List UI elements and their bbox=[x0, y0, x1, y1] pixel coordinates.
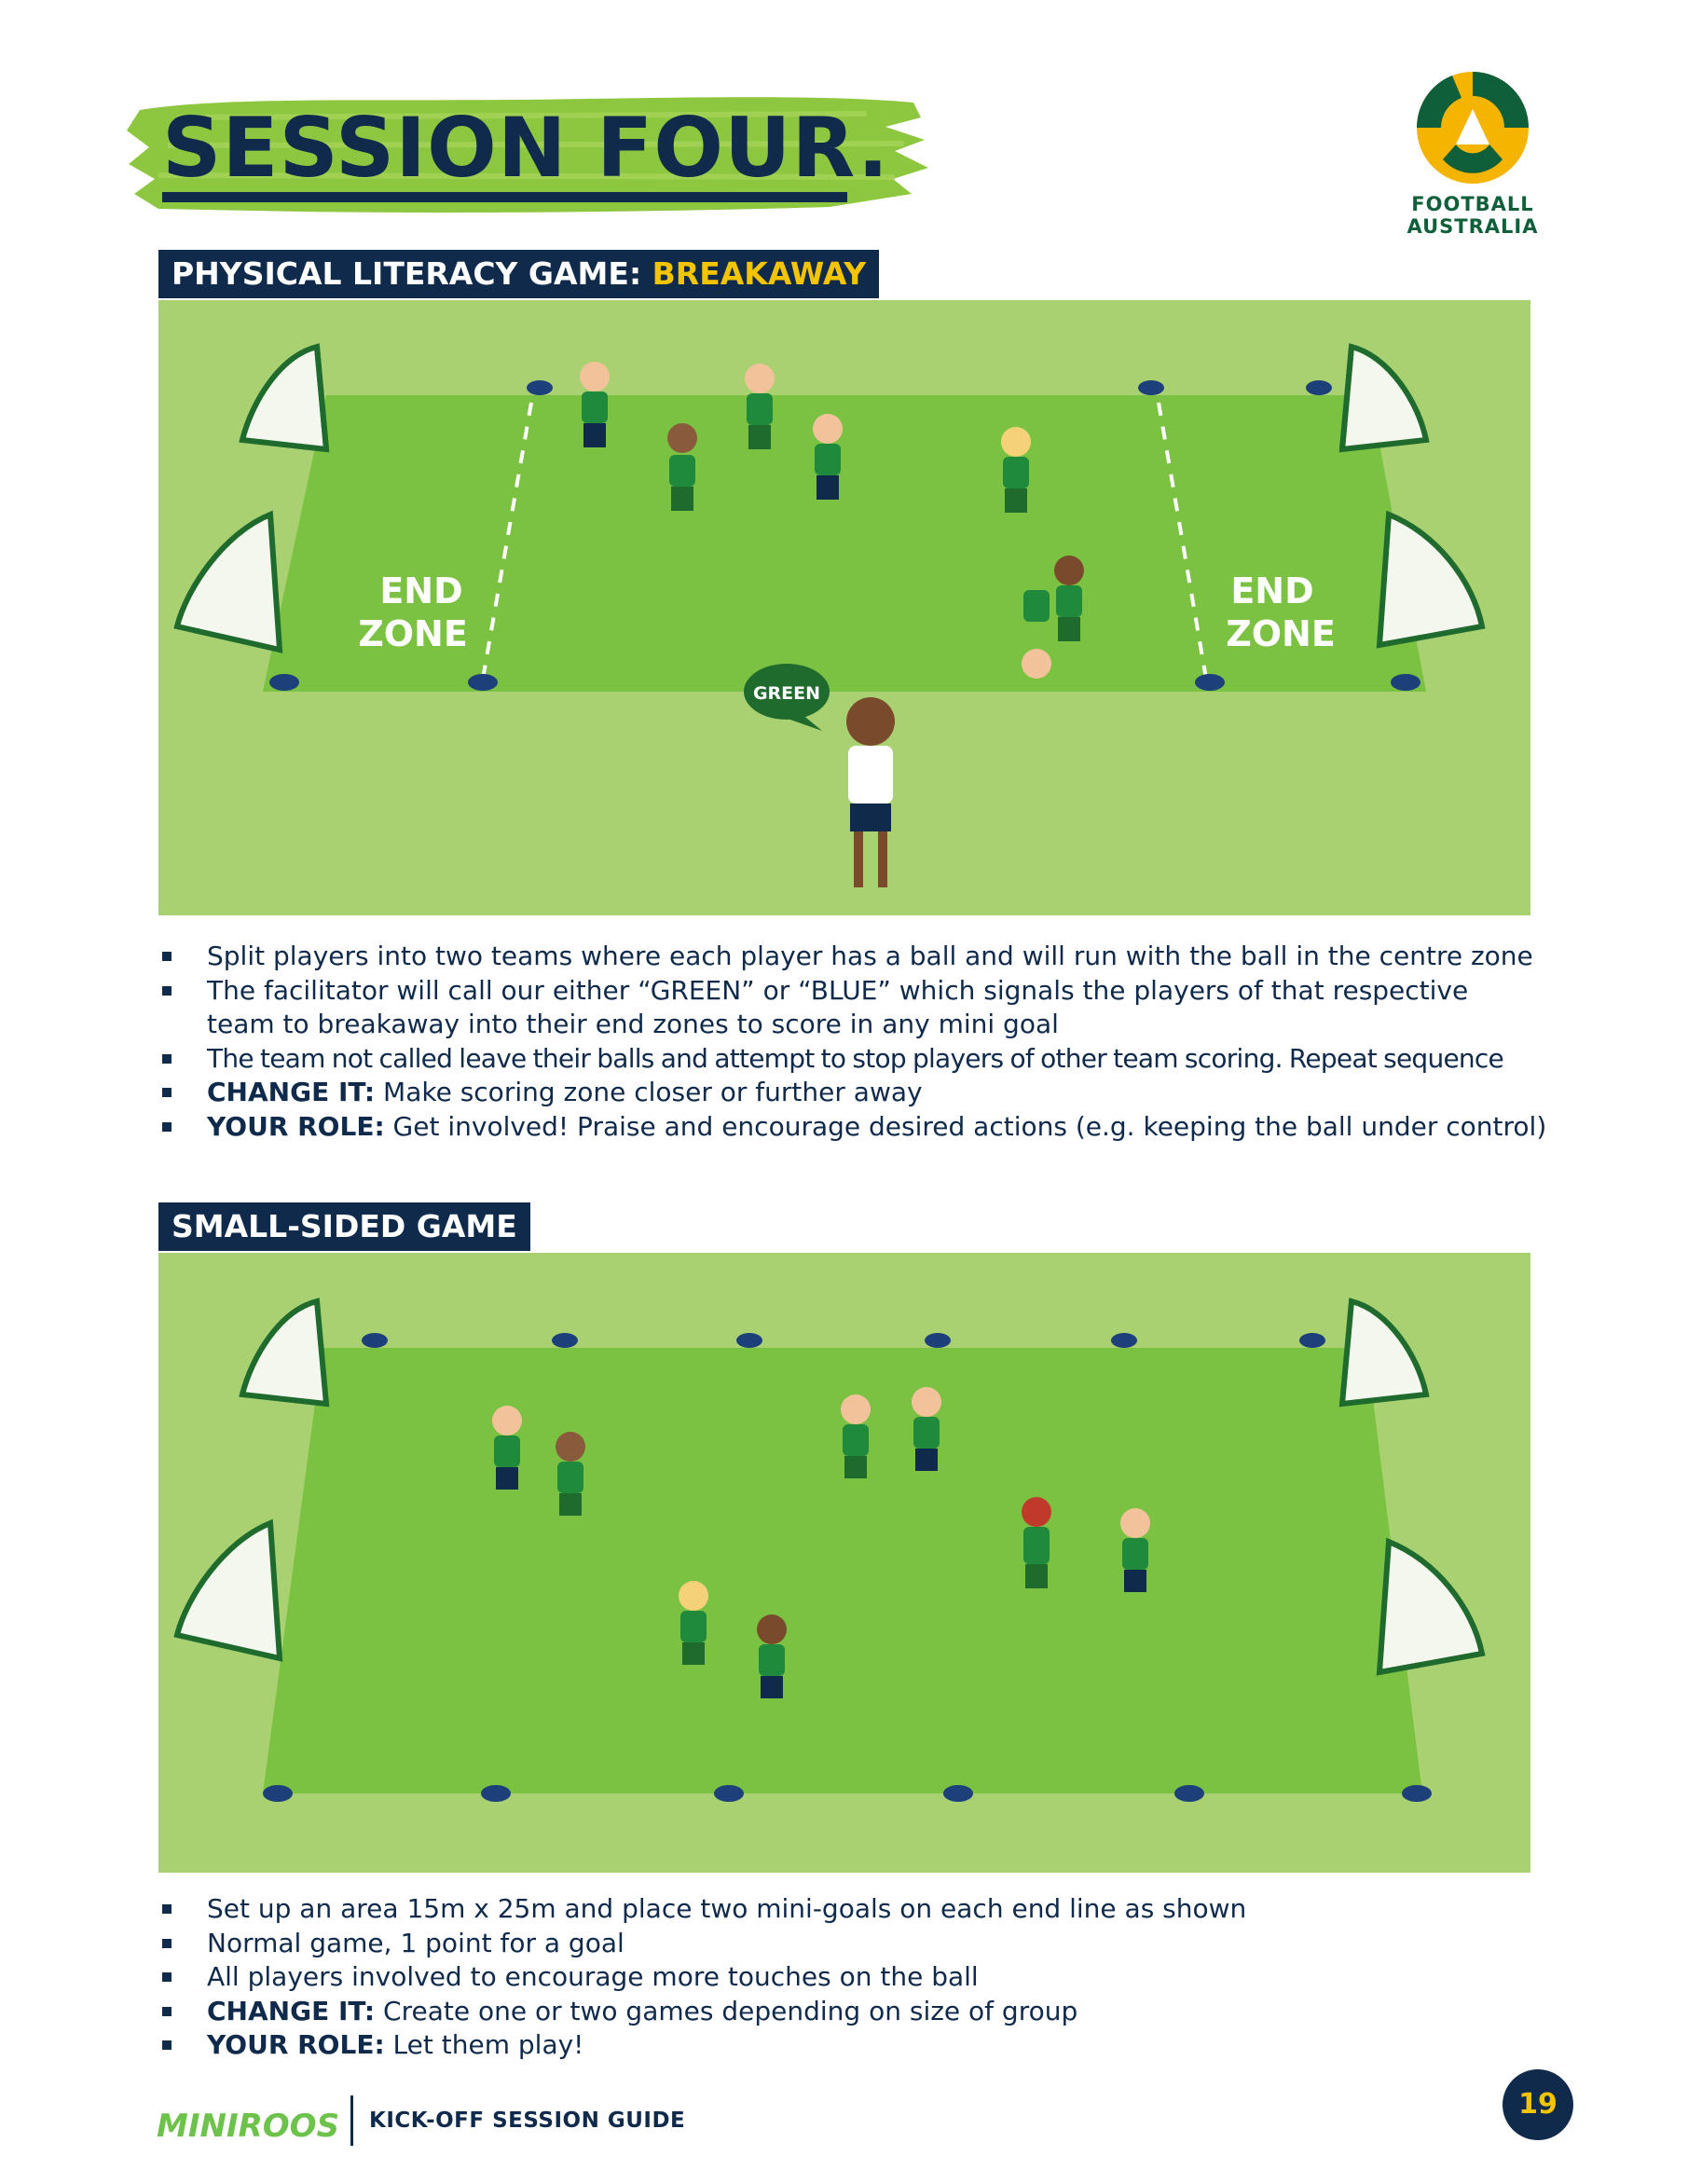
breakaway-pitch-diagram: END ZONE END ZONE bbox=[158, 300, 1530, 915]
bullet-square-icon bbox=[162, 985, 172, 996]
right-end-zone-label-2: ZONE bbox=[1226, 613, 1336, 654]
speech-bubble-text: GREEN bbox=[753, 683, 820, 704]
player-icon bbox=[1120, 1508, 1150, 1592]
section-label: PHYSICAL LITERACY GAME: bbox=[172, 255, 652, 292]
section-header-small-sided-game: SMALL-SIDED GAME bbox=[158, 1202, 530, 1251]
bullet-square-icon bbox=[162, 2006, 172, 2016]
mini-goal-icon bbox=[239, 1298, 330, 1408]
left-end-zone-label: END bbox=[379, 570, 462, 611]
title-underline bbox=[162, 192, 847, 202]
list-item: The team not called leave their balls an… bbox=[158, 1042, 1538, 1077]
breakaway-instructions: Split players into two teams where each … bbox=[158, 940, 1546, 1145]
mini-goal-icon bbox=[1338, 1298, 1430, 1408]
player-icon bbox=[1022, 1497, 1051, 1588]
section-highlight: BREAKAWAY bbox=[652, 255, 867, 292]
bullet-square-icon bbox=[162, 952, 172, 961]
footer-divider bbox=[350, 2095, 353, 2146]
player-icon bbox=[1022, 590, 1051, 679]
green-brush-stroke bbox=[127, 97, 928, 213]
pitch-illustration: END ZONE END ZONE bbox=[173, 343, 1486, 887]
list-item: The facilitator will call our either “GR… bbox=[158, 974, 1538, 1042]
left-end-zone-label-2: ZONE bbox=[358, 613, 468, 654]
list-item: YOUR ROLE: Let them play! bbox=[158, 2028, 1538, 2063]
mini-goal-icon bbox=[173, 510, 283, 653]
player-icon bbox=[757, 1614, 787, 1698]
small-sided-pitch-diagram bbox=[158, 1253, 1530, 1873]
player-icon bbox=[580, 362, 610, 447]
player-icon bbox=[492, 1406, 522, 1490]
list-item: Split players into two teams where each … bbox=[158, 940, 1538, 974]
mini-goal-icon bbox=[173, 1518, 283, 1662]
player-icon bbox=[556, 1432, 585, 1516]
player-icon bbox=[1001, 427, 1031, 513]
right-end-zone-label: END bbox=[1230, 570, 1313, 611]
small-sided-instructions: Set up an area 15m x 25m and place two m… bbox=[158, 1892, 1538, 2063]
footer-guide-title: KICK-OFF SESSION GUIDE bbox=[369, 2108, 686, 2133]
player-icon bbox=[813, 414, 843, 500]
speech-bubble: GREEN bbox=[744, 664, 830, 731]
player-icon bbox=[912, 1387, 941, 1471]
list-item: CHANGE IT: Create one or two games depen… bbox=[158, 1995, 1538, 2029]
football-australia-logo-icon bbox=[1416, 72, 1529, 184]
page-number: 19 bbox=[1503, 2069, 1573, 2140]
mini-goal-icon bbox=[1338, 343, 1430, 453]
bullet-square-icon bbox=[162, 1121, 172, 1132]
player-icon bbox=[667, 423, 697, 511]
logo-text-australia: AUSTRALIA bbox=[1407, 215, 1539, 238]
miniroos-logo-text: MINIROOS bbox=[157, 2108, 339, 2145]
page-title: SESSION FOUR. bbox=[162, 100, 890, 196]
player-icon bbox=[1054, 556, 1084, 641]
mini-goal-icon bbox=[1376, 510, 1486, 649]
bullet-square-icon bbox=[162, 1904, 172, 1914]
bullet-square-icon bbox=[162, 1088, 172, 1097]
list-item: YOUR ROLE: Get involved! Praise and enco… bbox=[158, 1110, 1546, 1145]
bullet-square-icon bbox=[162, 1938, 172, 1948]
bullet-square-icon bbox=[162, 1053, 172, 1064]
pitch-illustration bbox=[173, 1298, 1486, 1802]
mini-goal-icon bbox=[1376, 1537, 1486, 1676]
list-item: CHANGE IT: Make scoring zone closer or f… bbox=[158, 1076, 1538, 1110]
football-australia-logo: FOOTBALL AUSTRALIA bbox=[1398, 70, 1547, 238]
player-icon bbox=[841, 1394, 871, 1478]
bullet-square-icon bbox=[162, 2040, 172, 2050]
list-item: Set up an area 15m x 25m and place two m… bbox=[158, 1892, 1538, 1927]
bullet-square-icon bbox=[162, 1972, 172, 1982]
mini-goal-icon bbox=[239, 343, 330, 453]
miniroos-logo: MINIROOS bbox=[157, 2108, 339, 2145]
list-item: Normal game, 1 point for a goal bbox=[158, 1927, 1538, 1961]
logo-text-football: FOOTBALL bbox=[1411, 193, 1534, 215]
section-header-breakaway: PHYSICAL LITERACY GAME: BREAKAWAY bbox=[158, 250, 880, 298]
player-icon bbox=[745, 364, 775, 449]
cone-markers bbox=[263, 1333, 1432, 1802]
facilitator-icon bbox=[846, 697, 895, 887]
list-item: All players involved to encourage more t… bbox=[158, 1960, 1538, 1995]
player-icon bbox=[679, 1581, 708, 1665]
session-title-block: SESSION FOUR. bbox=[121, 89, 932, 220]
